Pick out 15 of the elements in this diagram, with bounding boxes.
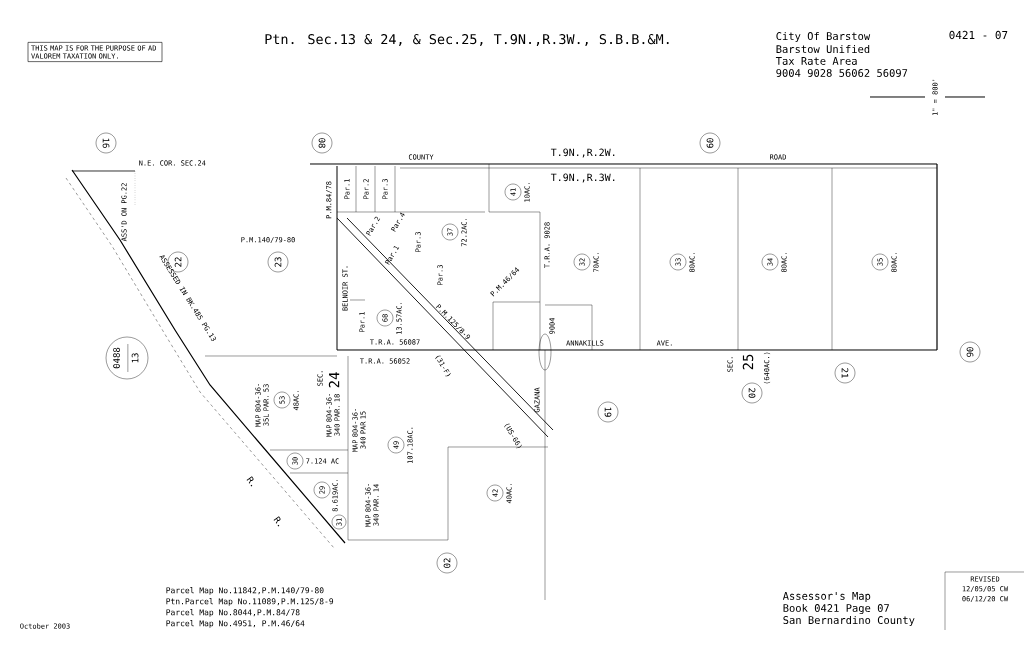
map-title: Ptn. Sec.13 & 24, & Sec.25, T.9N.,R.3W., S.B.B.&M.: [265, 34, 669, 46]
district-name: City Of Barstow: [776, 31, 871, 43]
township-label: T.9N.,R.3W.: [550, 173, 615, 183]
section-number: 25: [742, 354, 754, 370]
district-name: Tax Rate Area: [775, 57, 857, 65]
railroad-label: R.: [273, 516, 281, 527]
page-number: 0421 - 07: [949, 30, 1008, 40]
section-number: 24: [328, 372, 340, 388]
railroad-label: R.: [246, 476, 254, 487]
area-numbers: 9004 9028 56062 56097: [776, 69, 908, 77]
map-info: Book 0421 Page 07: [783, 603, 889, 615]
district-name: Barstow Unified: [776, 44, 870, 54]
map-info: Assessor's Map: [782, 592, 871, 602]
map-info: San Bernardino County: [783, 615, 915, 627]
township-label: T.9N.,R.2W.: [550, 148, 615, 158]
